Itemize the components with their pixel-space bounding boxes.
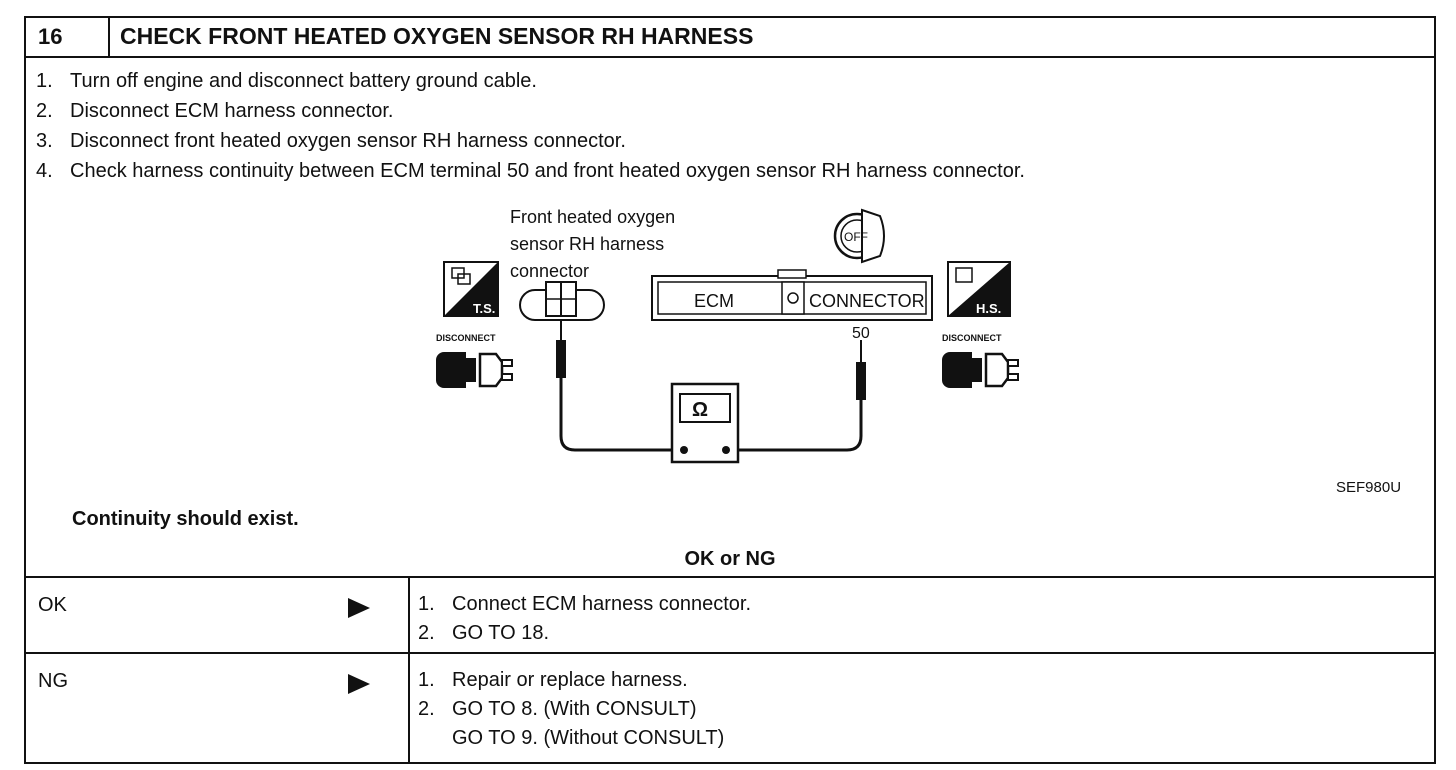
procedure-card: 16 CHECK FRONT HEATED OXYGEN SENSOR RH H… xyxy=(24,16,1436,764)
ecm-label: ECM xyxy=(694,291,734,311)
svg-text:T.S.: T.S. xyxy=(473,301,495,316)
svg-text:Ω: Ω xyxy=(692,399,708,421)
column-divider xyxy=(408,654,410,764)
svg-text:DISCONNECT: DISCONNECT xyxy=(942,333,1002,343)
outcome-row-ng: NG 1.Repair or replace harness. 2.GO TO … xyxy=(26,652,1434,764)
procedure-title: CHECK FRONT HEATED OXYGEN SENSOR RH HARN… xyxy=(120,23,754,49)
outcome-actions: 1.Repair or replace harness. 2.GO TO 8. … xyxy=(418,666,724,753)
figure-reference-code: SEF980U xyxy=(1336,479,1401,496)
ok-ng-question: OK or NG xyxy=(684,548,776,570)
outcome-action: 1.Repair or replace harness. xyxy=(418,669,688,691)
test-lead-left xyxy=(559,378,682,452)
step-number: 16 xyxy=(26,18,110,56)
sensor-harness-connector-icon xyxy=(519,281,605,321)
test-lead-right xyxy=(732,400,863,452)
sensor-connector-label: sensor RH harness xyxy=(510,234,664,254)
outcome-action: 2.GO TO 8. (With CONSULT) xyxy=(418,698,697,720)
outcome-actions: 1.Connect ECM harness connector. 2.GO TO… xyxy=(418,590,751,648)
outcome-label: OK xyxy=(38,594,67,616)
continuity-spec: Continuity should exist. xyxy=(72,508,299,530)
outcome-action: 1.Connect ECM harness connector. xyxy=(418,593,752,615)
continuity-test-diagram: Front heated oxygen sensor RH harness co… xyxy=(436,207,1401,496)
ecm-connector-icon: ECM CONNECTOR xyxy=(651,269,933,321)
sensor-connector-label: Front heated oxygen xyxy=(510,207,675,227)
left-probe xyxy=(556,320,566,378)
right-probe xyxy=(856,340,866,400)
instruction-step: 4.Check harness continuity between ECM t… xyxy=(36,160,1025,182)
arrow-right-icon xyxy=(348,674,370,694)
instruction-step: 3.Disconnect front heated oxygen sensor … xyxy=(36,130,626,152)
disconnect-left-icon: DISCONNECT xyxy=(436,333,513,388)
column-divider xyxy=(408,578,410,652)
outcome-action: 2.GO TO 18. xyxy=(418,622,550,644)
ts-badge-icon: T.S. xyxy=(443,261,499,317)
ignition-off-icon: OFF xyxy=(833,208,885,264)
hs-badge-icon: H.S. xyxy=(947,261,1011,317)
connector-label: CONNECTOR xyxy=(809,291,925,311)
arrow-right-icon xyxy=(348,598,370,618)
disconnect-right-icon: DISCONNECT xyxy=(942,333,1019,388)
sensor-connector-label: connector xyxy=(510,261,589,281)
outcome-row-ok: OK 1.Connect ECM harness connector. 2.GO… xyxy=(26,576,1434,652)
outcome-action: GO TO 9. (Without CONSULT) xyxy=(452,727,725,749)
svg-text:DISCONNECT: DISCONNECT xyxy=(436,333,496,343)
svg-text:H.S.: H.S. xyxy=(976,301,1001,316)
outcome-label: NG xyxy=(38,670,68,692)
svg-text:OFF: OFF xyxy=(844,230,868,244)
instruction-step: 2.Disconnect ECM harness connector. xyxy=(36,100,394,122)
procedure-header: 16 CHECK FRONT HEATED OXYGEN SENSOR RH H… xyxy=(26,18,1434,58)
terminal-number: 50 xyxy=(852,325,870,342)
instruction-step: 1.Turn off engine and disconnect battery… xyxy=(36,70,537,92)
instruction-list: 1.Turn off engine and disconnect battery… xyxy=(36,66,1025,186)
ohmmeter-icon: Ω xyxy=(670,382,740,464)
